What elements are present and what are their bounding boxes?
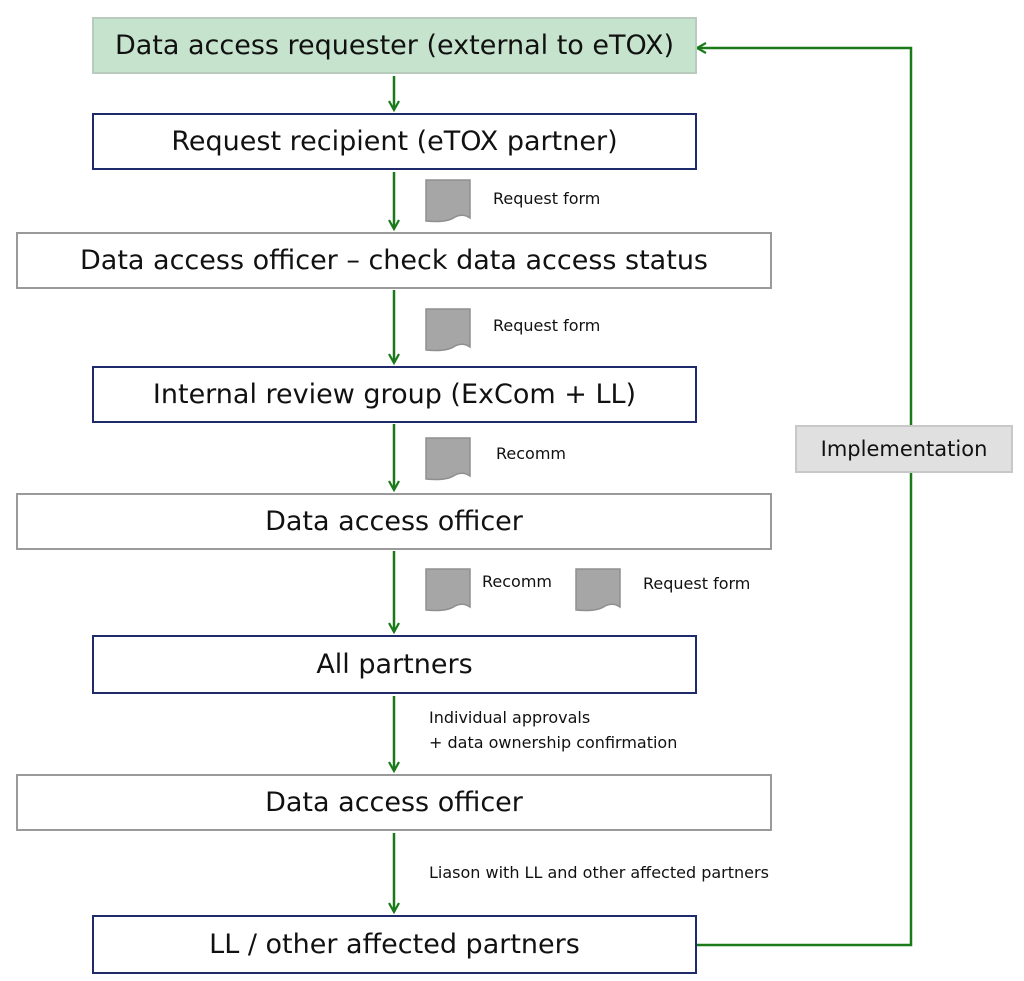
label-recomm-1: Recomm: [496, 444, 566, 463]
implementation-node: Implementation: [795, 425, 1013, 473]
document-icon: [425, 437, 471, 481]
label-request-form-2: Request form: [493, 316, 601, 335]
document-icon: [425, 179, 471, 223]
document-icon: [575, 568, 621, 612]
review-group-node: Internal review group (ExCom + LL): [92, 366, 697, 423]
label-approvals-line1: Individual approvals: [429, 708, 591, 727]
label-liaison: Liason with LL and other affected partne…: [429, 863, 769, 882]
officer-node-2: Data access officer: [16, 493, 772, 550]
label-request-form-1: Request form: [493, 189, 601, 208]
label-request-form-3: Request form: [643, 574, 751, 593]
all-partners-node: All partners: [92, 635, 697, 694]
document-icon: [425, 308, 471, 352]
label-recomm-2: Recomm: [482, 572, 552, 591]
document-icon: [425, 568, 471, 612]
affected-partners-node: LL / other affected partners: [92, 915, 697, 974]
requester-node: Data access requester (external to eTOX): [92, 17, 697, 74]
officer-check-node: Data access officer – check data access …: [16, 232, 772, 289]
officer-node-3: Data access officer: [16, 774, 772, 831]
recipient-node: Request recipient (eTOX partner): [92, 113, 697, 170]
label-approvals-line2: + data ownership confirmation: [429, 733, 678, 752]
feedback-implementation-arrow: [696, 48, 913, 947]
